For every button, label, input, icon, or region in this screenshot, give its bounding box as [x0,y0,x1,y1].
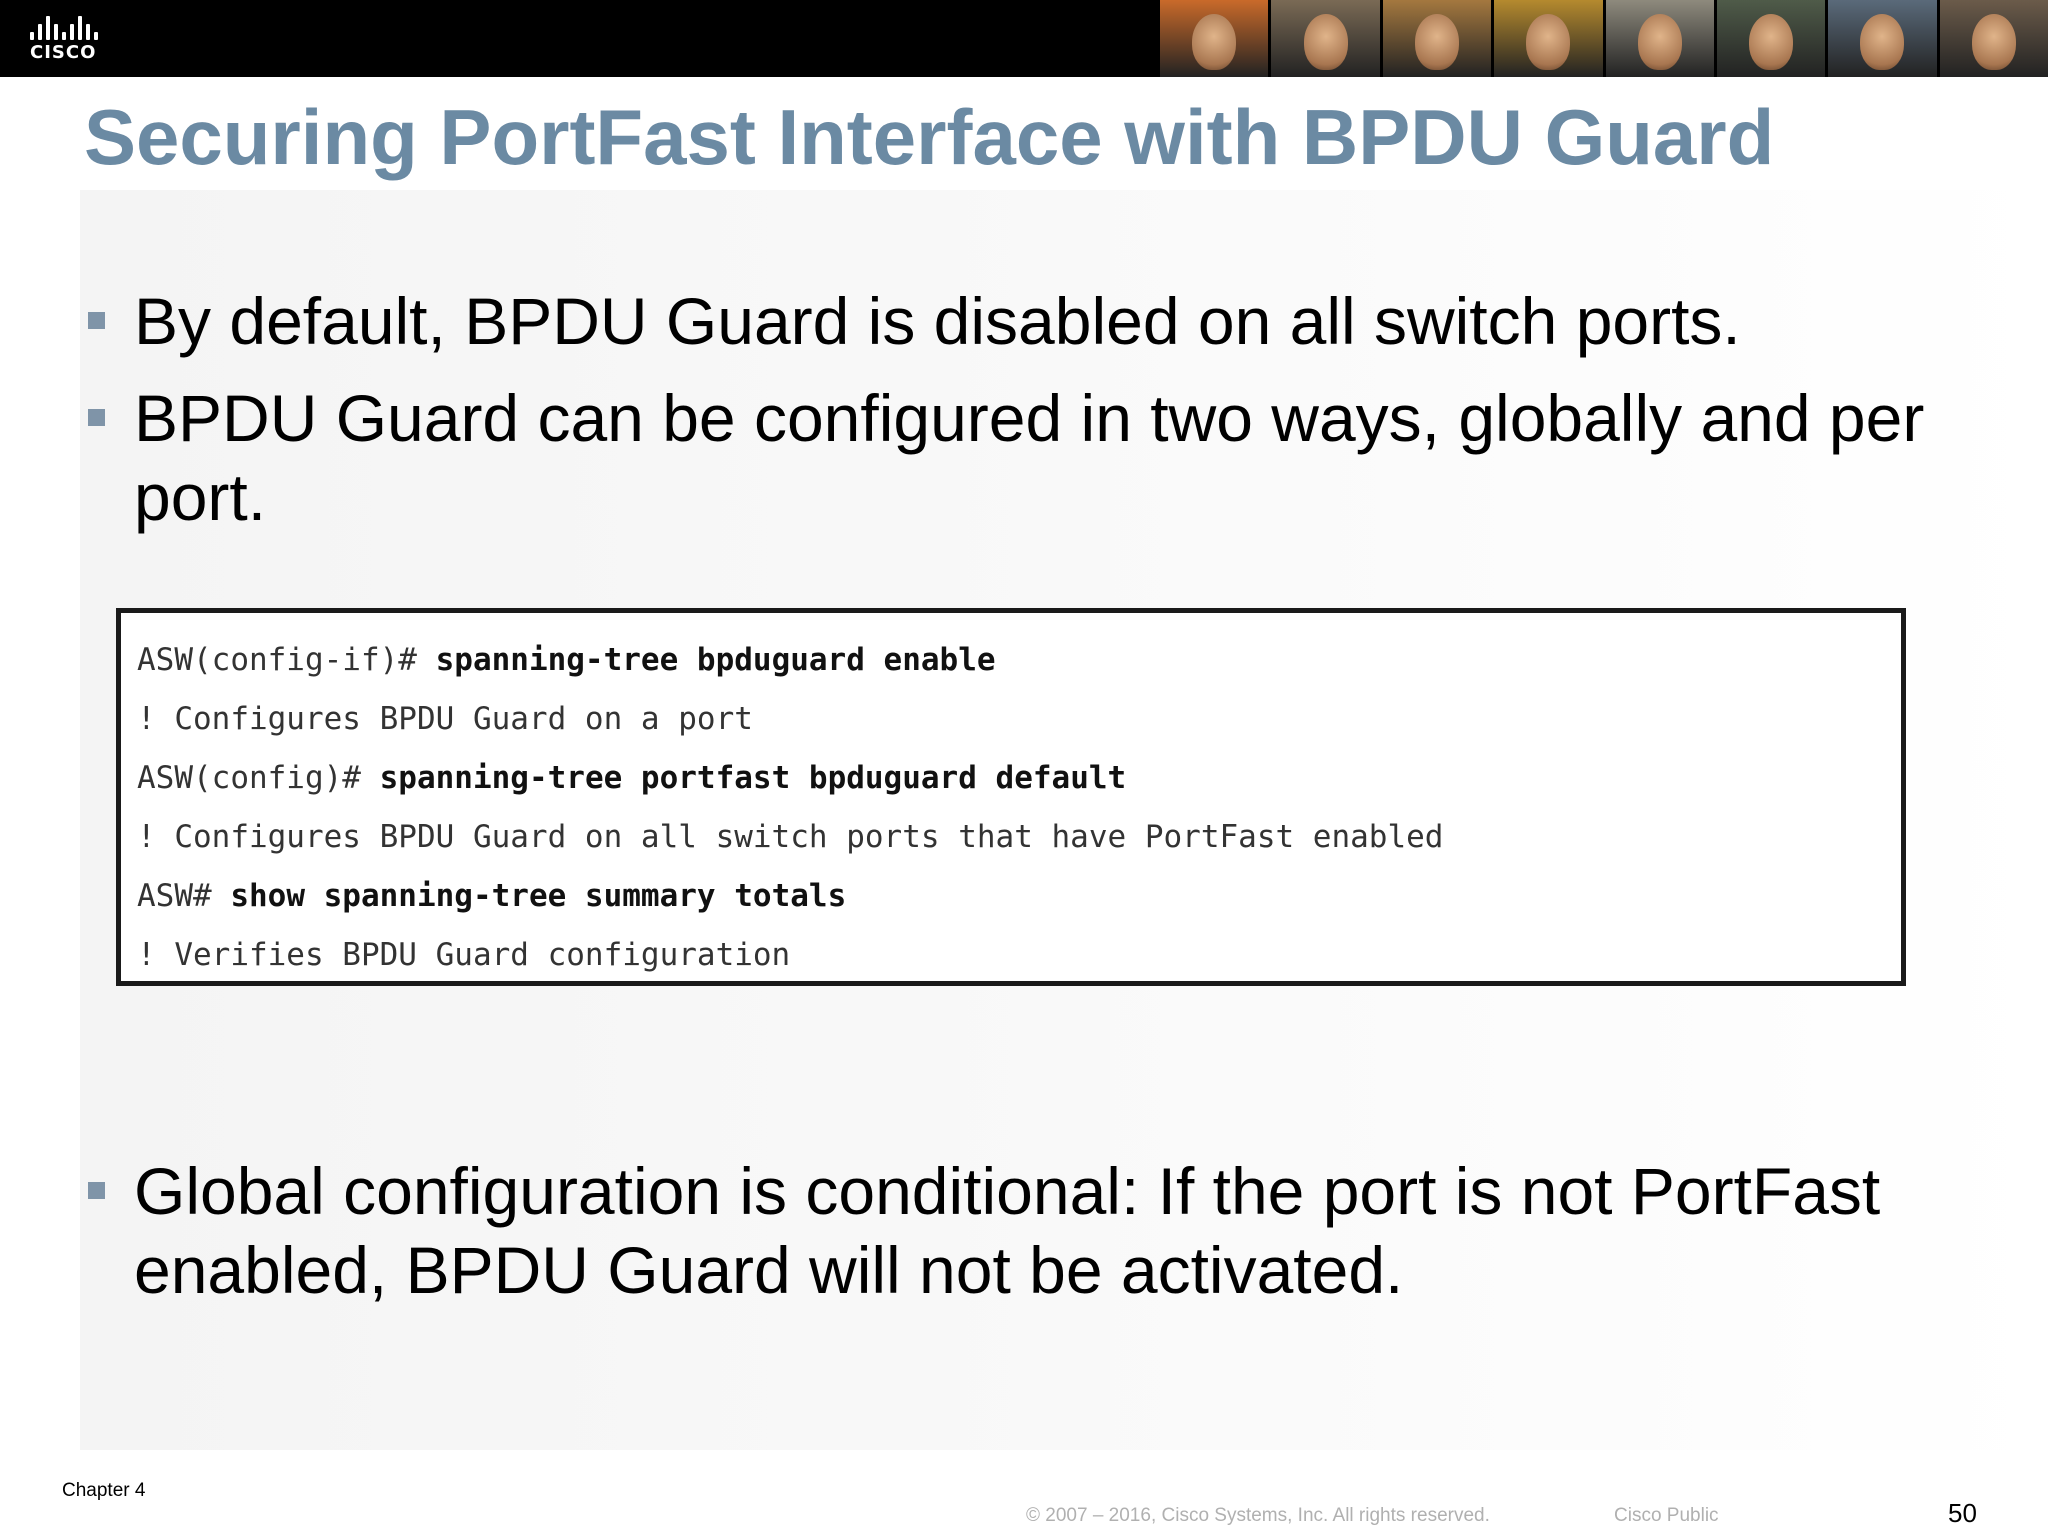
header-bar: CISCO [0,0,2048,77]
code-prompt: ASW# [137,878,231,914]
code-line: ASW(config)# spanning-tree portfast bpdu… [121,749,1901,808]
face-icon [1526,14,1571,70]
code-comment: ! Verifies BPDU Guard configuration [137,937,791,973]
footer-classification: Cisco Public [1614,1505,1719,1526]
cisco-logo-word: CISCO [30,42,97,63]
portrait-photo-icon [1160,0,1269,77]
bullet-text: BPDU Guard can be configured in two ways… [134,381,1925,534]
slide-title: Securing PortFast Interface with BPDU Gu… [84,93,1775,181]
bullet-item: By default, BPDU Guard is disabled on al… [86,282,1986,361]
portrait-photo-icon [1716,0,1826,77]
footer-copyright: © 2007 – 2016, Cisco Systems, Inc. All r… [1026,1505,1490,1526]
portrait-photo-icon [1271,0,1380,77]
bullet-text: Global configuration is conditional: If … [134,1154,1881,1307]
page-number: 50 [1948,1498,1977,1528]
code-comment-line: ! Verifies BPDU Guard configuration [121,926,1901,985]
face-icon [1971,14,2016,70]
bullet-item: Global configuration is conditional: If … [86,1152,1986,1310]
face-icon [1749,14,1794,70]
portrait-photo-icon [1494,0,1603,77]
cli-code-box: ASW(config-if)# spanning-tree bpduguard … [116,608,1906,986]
square-bullet-icon [88,409,105,426]
square-bullet-icon [88,1182,105,1199]
code-command: show spanning-tree summary totals [230,878,847,914]
square-bullet-icon [88,312,105,329]
cisco-logo: CISCO [30,14,120,64]
face-icon [1860,14,1905,70]
header-photo-strip [1160,0,2048,77]
bullet-text: By default, BPDU Guard is disabled on al… [134,284,1741,358]
face-icon [1414,14,1459,70]
footer-chapter: Chapter 4 [62,1480,146,1501]
code-comment-line: ! Configures BPDU Guard on a port [121,690,1901,749]
cisco-logo-bars-icon [30,14,120,40]
code-prompt: ASW(config-if)# [137,642,436,678]
code-comment: ! Configures BPDU Guard on all switch po… [137,819,1444,855]
bullet-item: BPDU Guard can be configured in two ways… [86,379,1986,537]
portrait-photo-icon [1605,0,1714,77]
face-icon [1303,14,1348,70]
code-line: ASW# show spanning-tree summary totals [121,867,1901,926]
code-command: spanning-tree bpduguard enable [435,642,996,678]
code-comment: ! Configures BPDU Guard on a port [137,701,753,737]
portrait-photo-icon [1828,0,1937,77]
portrait-photo-icon [1939,0,2048,77]
portrait-photo-icon [1382,0,1492,77]
code-comment-line: ! Configures BPDU Guard on all switch po… [121,808,1901,867]
code-line: ASW(config-if)# spanning-tree bpduguard … [121,631,1901,690]
face-icon [1637,14,1682,70]
face-icon [1192,14,1237,70]
code-command: spanning-tree portfast bpduguard default [379,760,1127,796]
code-prompt: ASW(config)# [137,760,380,796]
